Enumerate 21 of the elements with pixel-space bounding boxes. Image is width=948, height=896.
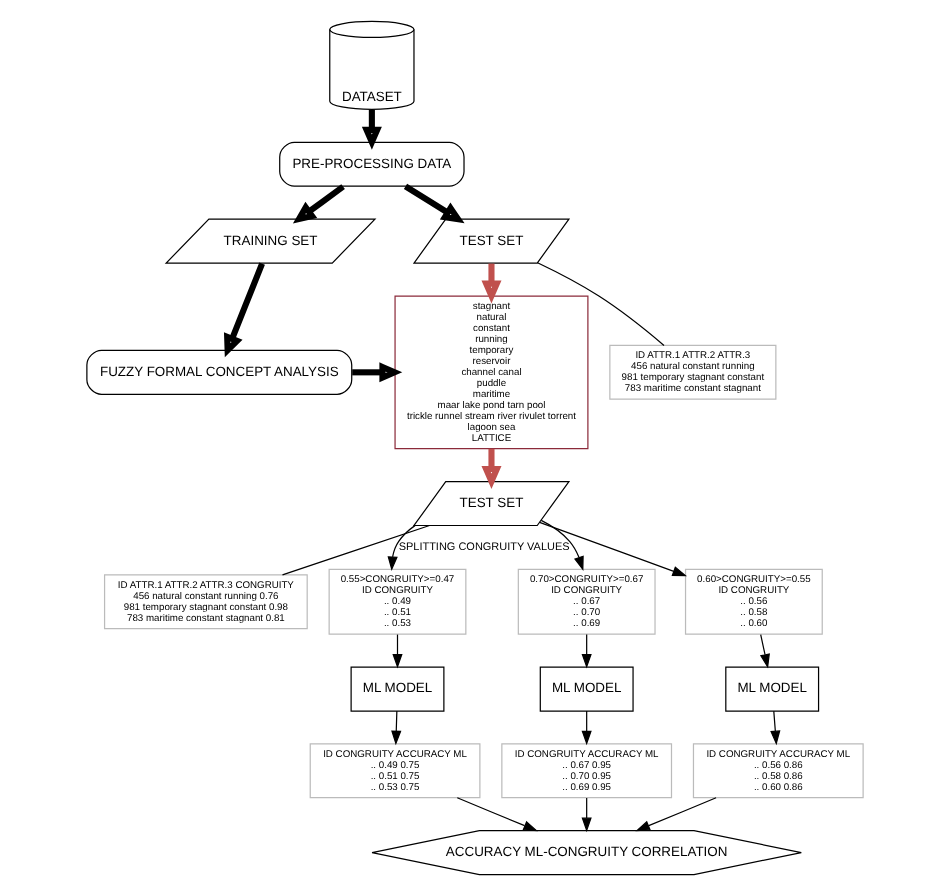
arrow [538,521,687,577]
arrow [360,109,381,150]
arrow [769,710,780,746]
arrow [222,262,264,358]
arrow [580,710,591,746]
arrow [386,525,415,572]
arrow [402,183,464,224]
arrow [351,362,402,383]
connector [280,524,430,576]
arrow [580,634,591,669]
arrow [758,634,769,669]
connector [535,262,664,347]
arrow [291,184,344,224]
arrow [390,710,401,746]
arrow [480,448,501,489]
arrow [580,797,591,833]
arrow [391,634,402,669]
arrow [455,797,537,832]
arrow [539,519,583,571]
arrow [634,797,716,832]
arrow [480,263,501,304]
